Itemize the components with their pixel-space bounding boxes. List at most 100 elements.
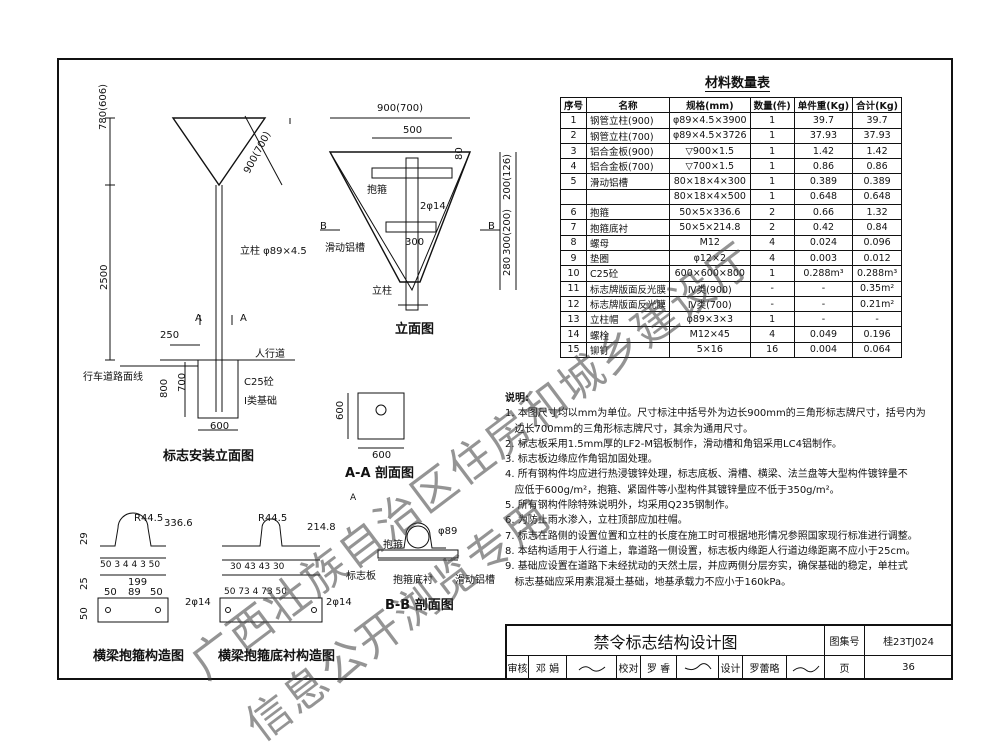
table-cell: 标志牌版面反光膜 — [586, 280, 671, 297]
table-cell: 0.648 — [852, 188, 902, 206]
install-title: 标志安装立面图 — [163, 449, 255, 464]
note-line: 7. 标志在路侧的设置位置和立柱的长度在施工时可根据地形情况参照国家现行标准进行… — [505, 530, 918, 542]
bb-slide-label: 滑动铝槽 — [455, 575, 495, 586]
design-signature — [787, 656, 825, 680]
table-cell: 5×16 — [669, 341, 751, 359]
table-cell: 1 — [749, 112, 795, 129]
table-cell: 4 — [559, 158, 588, 175]
road-edge-label: 行车道路面线 — [83, 372, 143, 383]
table-cell: 0.84 — [852, 219, 902, 236]
table-cell: 0.42 — [793, 219, 854, 236]
table-cell: 37.93 — [852, 127, 902, 144]
c25-label: C25砼 — [244, 377, 274, 388]
table-cell: ▽700×1.5 — [669, 158, 751, 175]
table-cell: ▽900×1.5 — [669, 142, 751, 160]
elevation-slide-bottom — [385, 221, 437, 233]
section-a-left: A — [195, 313, 202, 324]
table-cell: 0.288m³ — [793, 265, 854, 282]
bb-post — [406, 525, 430, 549]
table-cell: 8 — [559, 234, 588, 251]
table-cell: 4 — [749, 234, 795, 251]
table-cell: 2 — [749, 219, 795, 236]
base-dims-row2: 50 73 4 73 50 — [224, 587, 287, 597]
table-cell: 3 — [559, 142, 588, 160]
elev-dim-280: 280 — [502, 256, 513, 276]
table-cell: 2 — [749, 204, 795, 221]
table-cell: 铝合金板(900) — [586, 142, 671, 160]
elevation-slide-top — [371, 167, 453, 179]
elev-dim-200: 200(126) — [502, 154, 513, 200]
table-cell: 0.049 — [793, 326, 854, 343]
hoop-base-profile — [222, 518, 320, 547]
table-cell: 0.024 — [793, 234, 854, 251]
table-cell: 14 — [559, 326, 588, 343]
bb-phi89: φ89 — [438, 526, 458, 537]
check-label: 校对 — [617, 656, 641, 680]
table-cell: C25砼 — [586, 265, 671, 282]
materials-header-3: 数量(件) — [749, 96, 795, 114]
note-line: 9. 基础应设置在道路下未经扰动的天然土层，并应两侧分层夯实，确保基础的稳定，单… — [505, 561, 908, 573]
materials-header-row: 序号名称规格(mm)数量(件)单件重(Kg)合计(Kg) — [559, 96, 902, 114]
elev-post: 立柱 — [372, 286, 392, 297]
table-cell: 6 — [559, 204, 588, 221]
hoop-dim-50b: 50 — [150, 587, 163, 598]
table-cell: 1.42 — [793, 142, 854, 160]
section-a-right: A — [240, 313, 247, 324]
table-cell: 垫圈 — [586, 249, 671, 267]
note-line: 8. 本结构适用于人行道上，靠道路一侧设置，标志板内缘距人行道边缘距离不应小于2… — [505, 545, 916, 557]
table-cell: 0.648 — [793, 188, 854, 206]
note-line: 2. 标志板采用1.5mm厚的LF2-M铝板制作，滑动槽和角铝采用LC4铝制作。 — [505, 438, 842, 450]
table-cell: 滑动铝槽 — [586, 173, 671, 190]
elevation-post — [405, 157, 419, 311]
hoop-dim-50c: 50 — [79, 607, 90, 620]
dim-780: 780(606) — [98, 84, 109, 130]
foundation-label: Ⅰ类基础 — [244, 396, 277, 407]
table-cell: 1 — [749, 173, 795, 190]
base-length: 214.8 — [307, 522, 336, 533]
materials-header-4: 单件重(Kg) — [793, 96, 854, 114]
bb-hoop: 抱箍 — [383, 540, 403, 551]
table-cell: 1 — [559, 112, 588, 129]
table-cell: 1.42 — [852, 142, 902, 160]
table-cell: 0.064 — [852, 341, 902, 359]
materials-header-5: 合计(Kg) — [852, 96, 902, 114]
table-cell: 80×18×4×500 — [669, 188, 751, 206]
table-cell: 7 — [559, 219, 588, 236]
post-label: 立柱 φ89×4.5 — [240, 246, 307, 257]
table-cell: 0.003 — [793, 249, 854, 267]
table-cell: 螺母 — [586, 234, 671, 251]
materials-header-2: 规格(mm) — [669, 96, 751, 114]
install-foundation — [197, 359, 239, 419]
check-signature — [677, 656, 719, 680]
title-block: 禁令标志结构设计图 图集号 桂23TJ024 审核 邓 娟 校对 罗 睿 设计 … — [505, 624, 953, 680]
notes: 说明: 1. 本图尺寸均以mm为单位。尺寸标注中括号外为边长900mm的三角形标… — [505, 391, 945, 590]
table-cell: M12×45 — [669, 326, 751, 343]
hoop-profile — [100, 512, 166, 547]
table-cell: 1 — [749, 127, 795, 144]
table-cell: 4 — [749, 249, 795, 267]
elev-slide: 滑动铝槽 — [325, 243, 365, 254]
aa-hole — [375, 404, 387, 416]
table-cell: - — [793, 295, 854, 313]
hoop-title: 横梁抱箍构造图 — [93, 649, 185, 664]
elev-dim-900: 900(700) — [377, 103, 423, 114]
elev-dim-300-200: 300(200) — [502, 209, 513, 255]
table-cell: 39.7 — [852, 112, 902, 129]
table-cell: 5 — [559, 173, 588, 190]
dim-700: 700 — [177, 372, 188, 392]
hoop-dims-row: 50 3 4 4 3 50 — [100, 560, 161, 570]
table-cell: φ89×3×3 — [669, 311, 751, 328]
design-label: 设计 — [719, 656, 743, 680]
aa-square — [357, 392, 405, 440]
elev-hoop: 抱箍 — [367, 185, 387, 196]
table-cell: 10 — [559, 265, 588, 282]
table-cell: 0.21m² — [852, 295, 902, 313]
table-cell: 抱箍 — [586, 204, 671, 221]
table-cell: - — [793, 311, 854, 328]
table-cell: Ⅳ类(900) — [669, 280, 751, 297]
